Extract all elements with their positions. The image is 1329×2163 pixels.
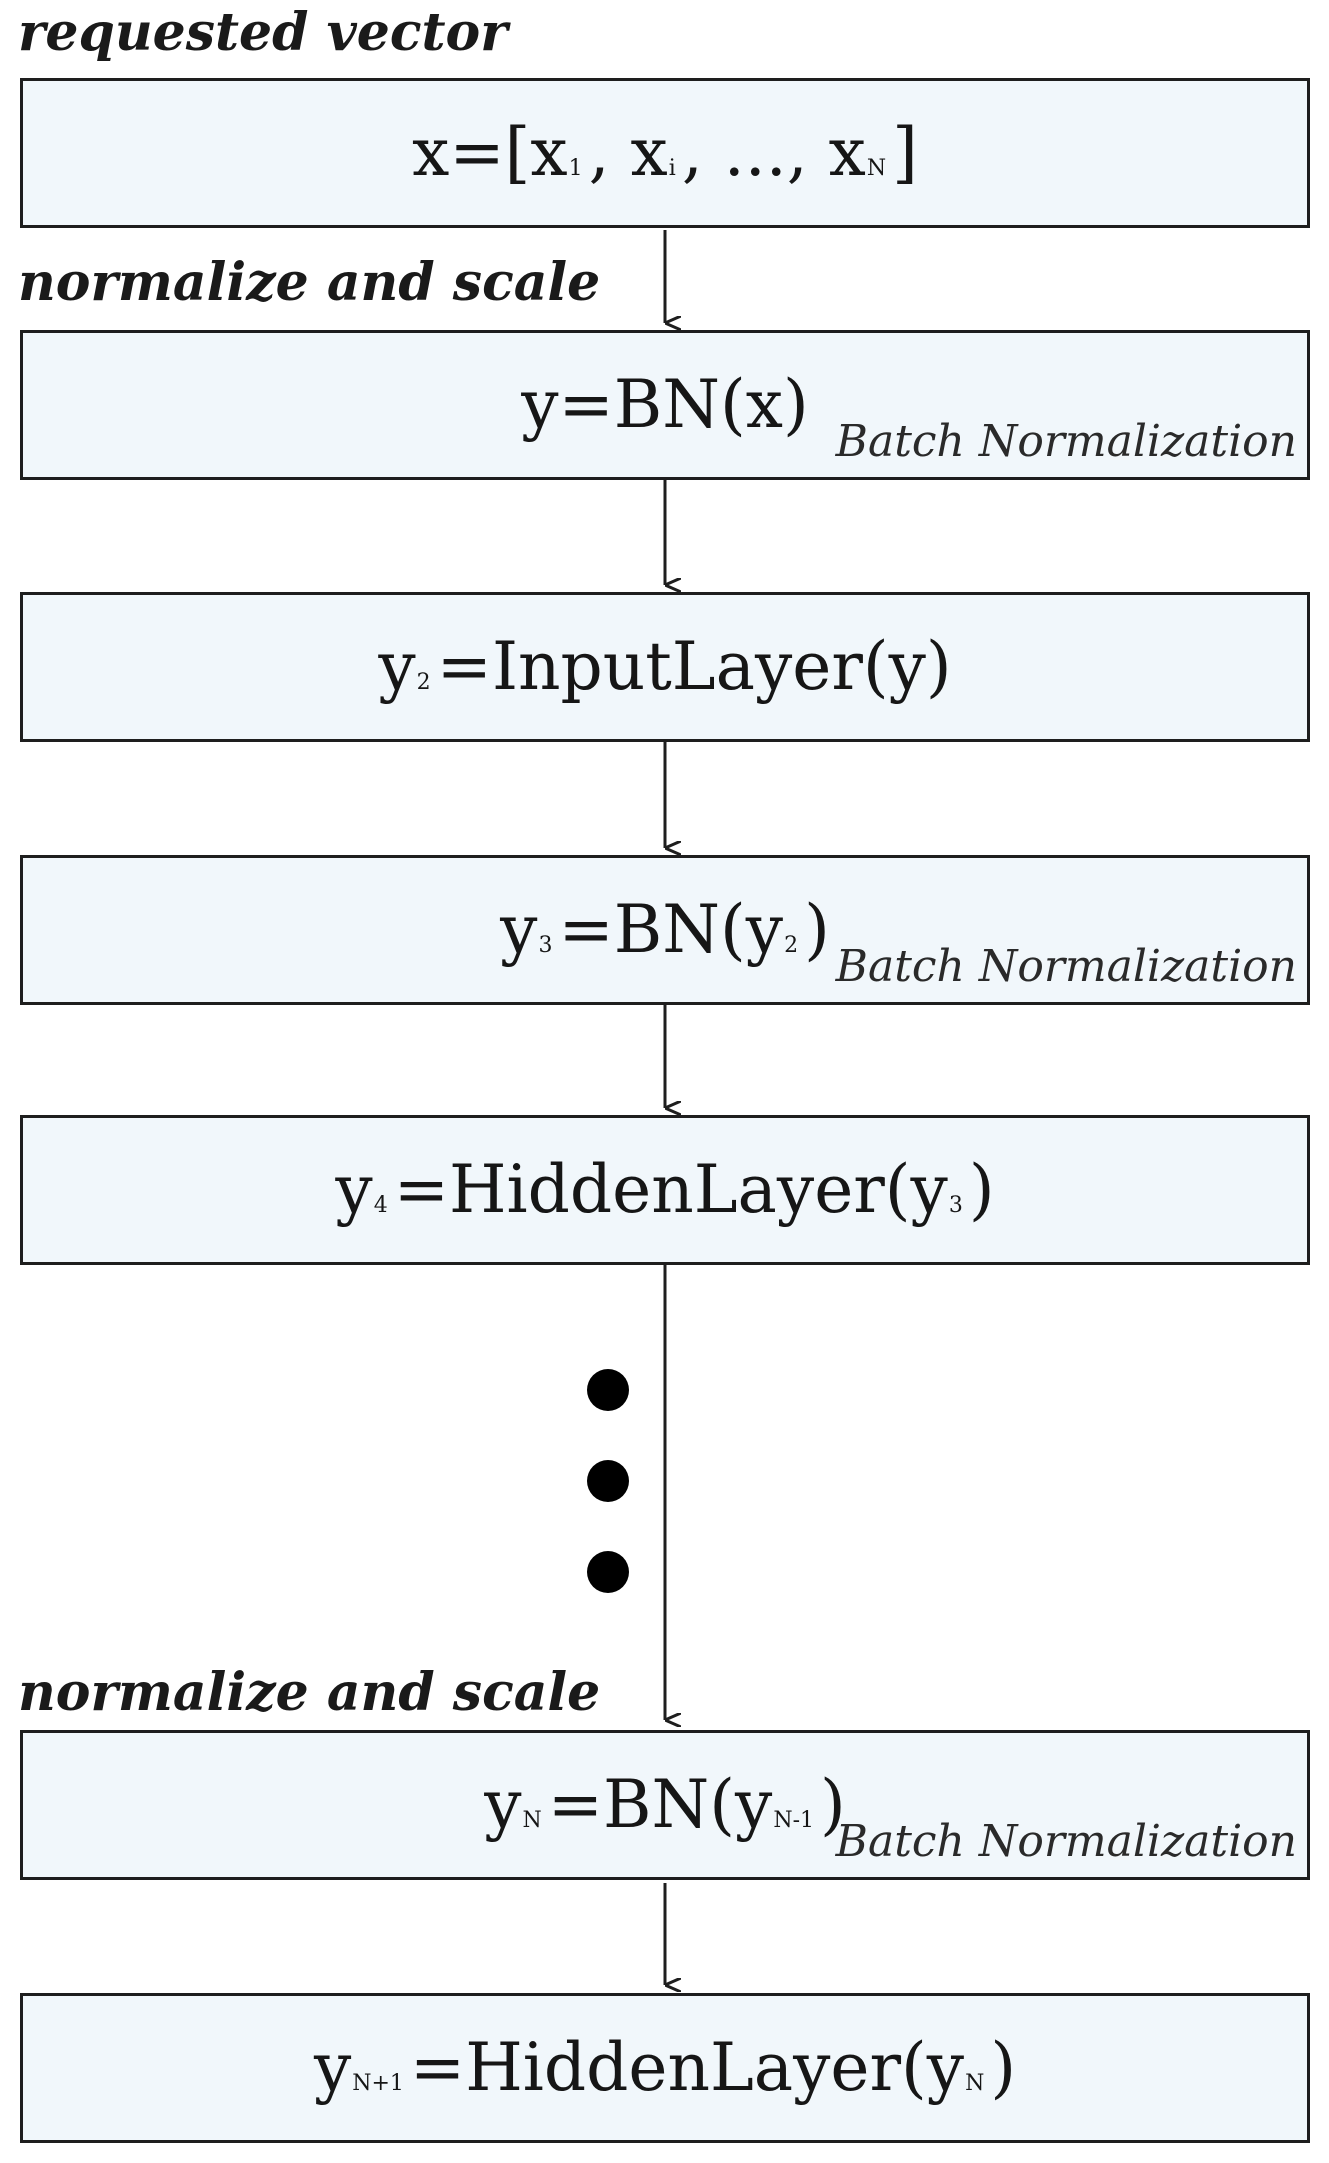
batch-norm-box-n: yN=BN(yN-1) Batch Normalization <box>20 1730 1310 1880</box>
batch-norm-box-1: y=BN(x) Batch Normalization <box>20 330 1310 480</box>
batch-norm-formula-1: y=BN(x) <box>521 366 809 443</box>
input-layer-box: y2=InputLayer(y) <box>20 592 1310 742</box>
requested-vector-label: requested vector <box>18 2 508 63</box>
hidden-layer-box-1: y4=HiddenLayer(y3) <box>20 1115 1310 1265</box>
hidden-layer-formula-n: yN+1=HiddenLayer(yN) <box>313 2029 1017 2106</box>
normalize-scale-label-top: normalize and scale <box>18 252 601 313</box>
input-layer-formula: y2=InputLayer(y) <box>378 628 952 705</box>
hidden-layer-formula-1: y4=HiddenLayer(y3) <box>335 1151 995 1228</box>
batch-normalization-note-1: Batch Normalization <box>835 416 1297 467</box>
ellipsis-dot-1 <box>587 1369 629 1411</box>
ellipsis-dot-3 <box>587 1551 629 1593</box>
input-vector-formula: x=[x1, xi, ..., xN] <box>412 114 918 191</box>
batch-normalization-note-n: Batch Normalization <box>835 1816 1297 1867</box>
batch-norm-box-2: y3=BN(y2) Batch Normalization <box>20 855 1310 1005</box>
ellipsis-dot-2 <box>587 1460 629 1502</box>
batch-norm-formula-n: yN=BN(yN-1) <box>484 1766 846 1843</box>
hidden-layer-box-n: yN+1=HiddenLayer(yN) <box>20 1993 1310 2143</box>
batch-normalization-note-2: Batch Normalization <box>835 941 1297 992</box>
batch-norm-formula-2: y3=BN(y2) <box>500 891 830 968</box>
input-vector-box: x=[x1, xi, ..., xN] <box>20 78 1310 228</box>
normalize-scale-label-bottom: normalize and scale <box>18 1662 601 1723</box>
